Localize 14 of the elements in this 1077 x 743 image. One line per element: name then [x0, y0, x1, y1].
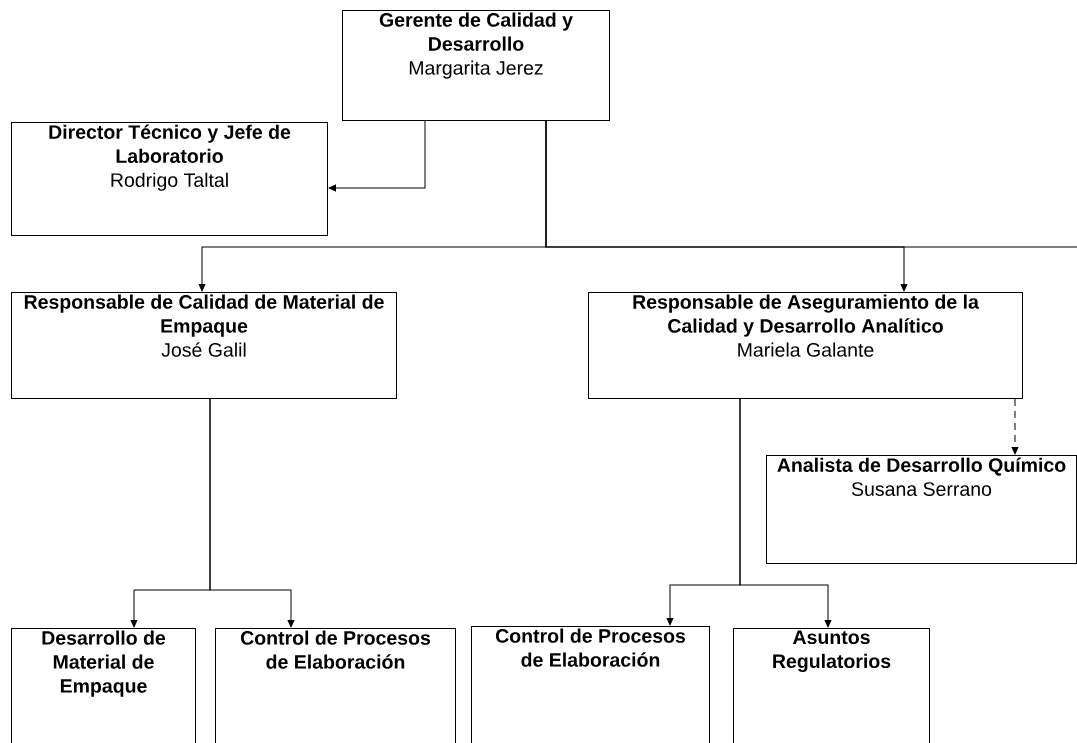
connector — [328, 120, 426, 192]
connector — [209, 398, 295, 628]
org-box: Control de Procesos de Elaboración — [215, 628, 456, 743]
connector — [545, 120, 1077, 248]
org-box: Desarrollo de Material de Empaque — [11, 628, 196, 743]
connector — [1011, 398, 1019, 455]
org-box: Responsable de Calidad de Material de Empaque José Galil — [11, 292, 397, 399]
org-box: Gerente de Calidad y Desarrollo Margarita Jerez — [342, 10, 610, 121]
org-box: Control de Procesos de Elaboración — [471, 626, 710, 743]
connector — [739, 398, 832, 628]
org-box: Analista de Desarrollo Químico Susana Serrano — [766, 455, 1077, 564]
org-box: Director Técnico y Jefe de Laboratorio Rodrigo Taltal — [11, 122, 328, 236]
org-box: Responsable de Aseguramiento de la Calidad y Desarrollo Analítico Mariela Galante — [588, 292, 1023, 399]
org-box: Asuntos Regulatorios — [733, 628, 930, 743]
